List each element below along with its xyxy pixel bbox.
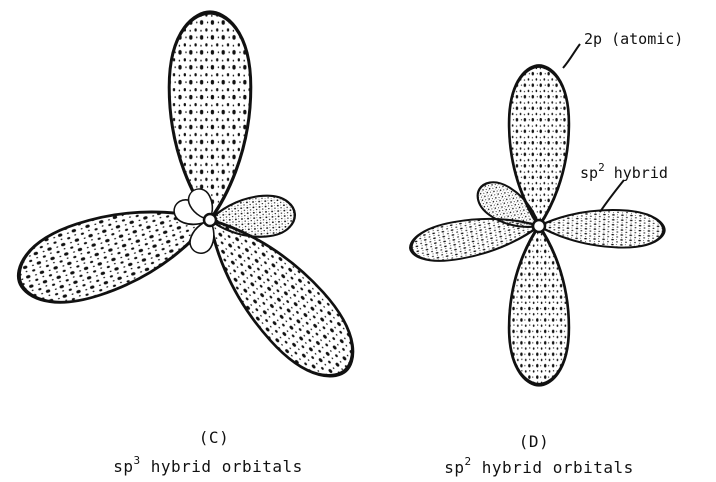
sp3-lobe-up: [169, 12, 251, 220]
sp2-p-lobe-down: [509, 226, 569, 385]
sp3-orbital-figure: (C) sp3 hybrid orbitals: [8, 12, 372, 476]
sp2-nucleus: [533, 220, 545, 232]
sp2-hybrid-lobe-right: [538, 207, 664, 249]
sp2-panel-label: (D): [519, 432, 549, 451]
sp2-orbital-figure: 2p (atomic) sp2 hybrid (D) sp2 hybrid or…: [408, 30, 684, 477]
label-sp2-hybrid: sp2 hybrid: [580, 161, 668, 182]
sp2-caption: sp2 hybrid orbitals: [444, 455, 634, 477]
sp3-nucleus: [204, 214, 216, 226]
label-2p-atomic: 2p (atomic): [584, 30, 683, 48]
sp2-hybrid-leader-line: [600, 180, 624, 212]
sp2-atomic-leader-line: [563, 44, 580, 68]
sp3-caption: sp3 hybrid orbitals: [113, 454, 303, 476]
sp3-panel-label: (C): [199, 428, 229, 447]
